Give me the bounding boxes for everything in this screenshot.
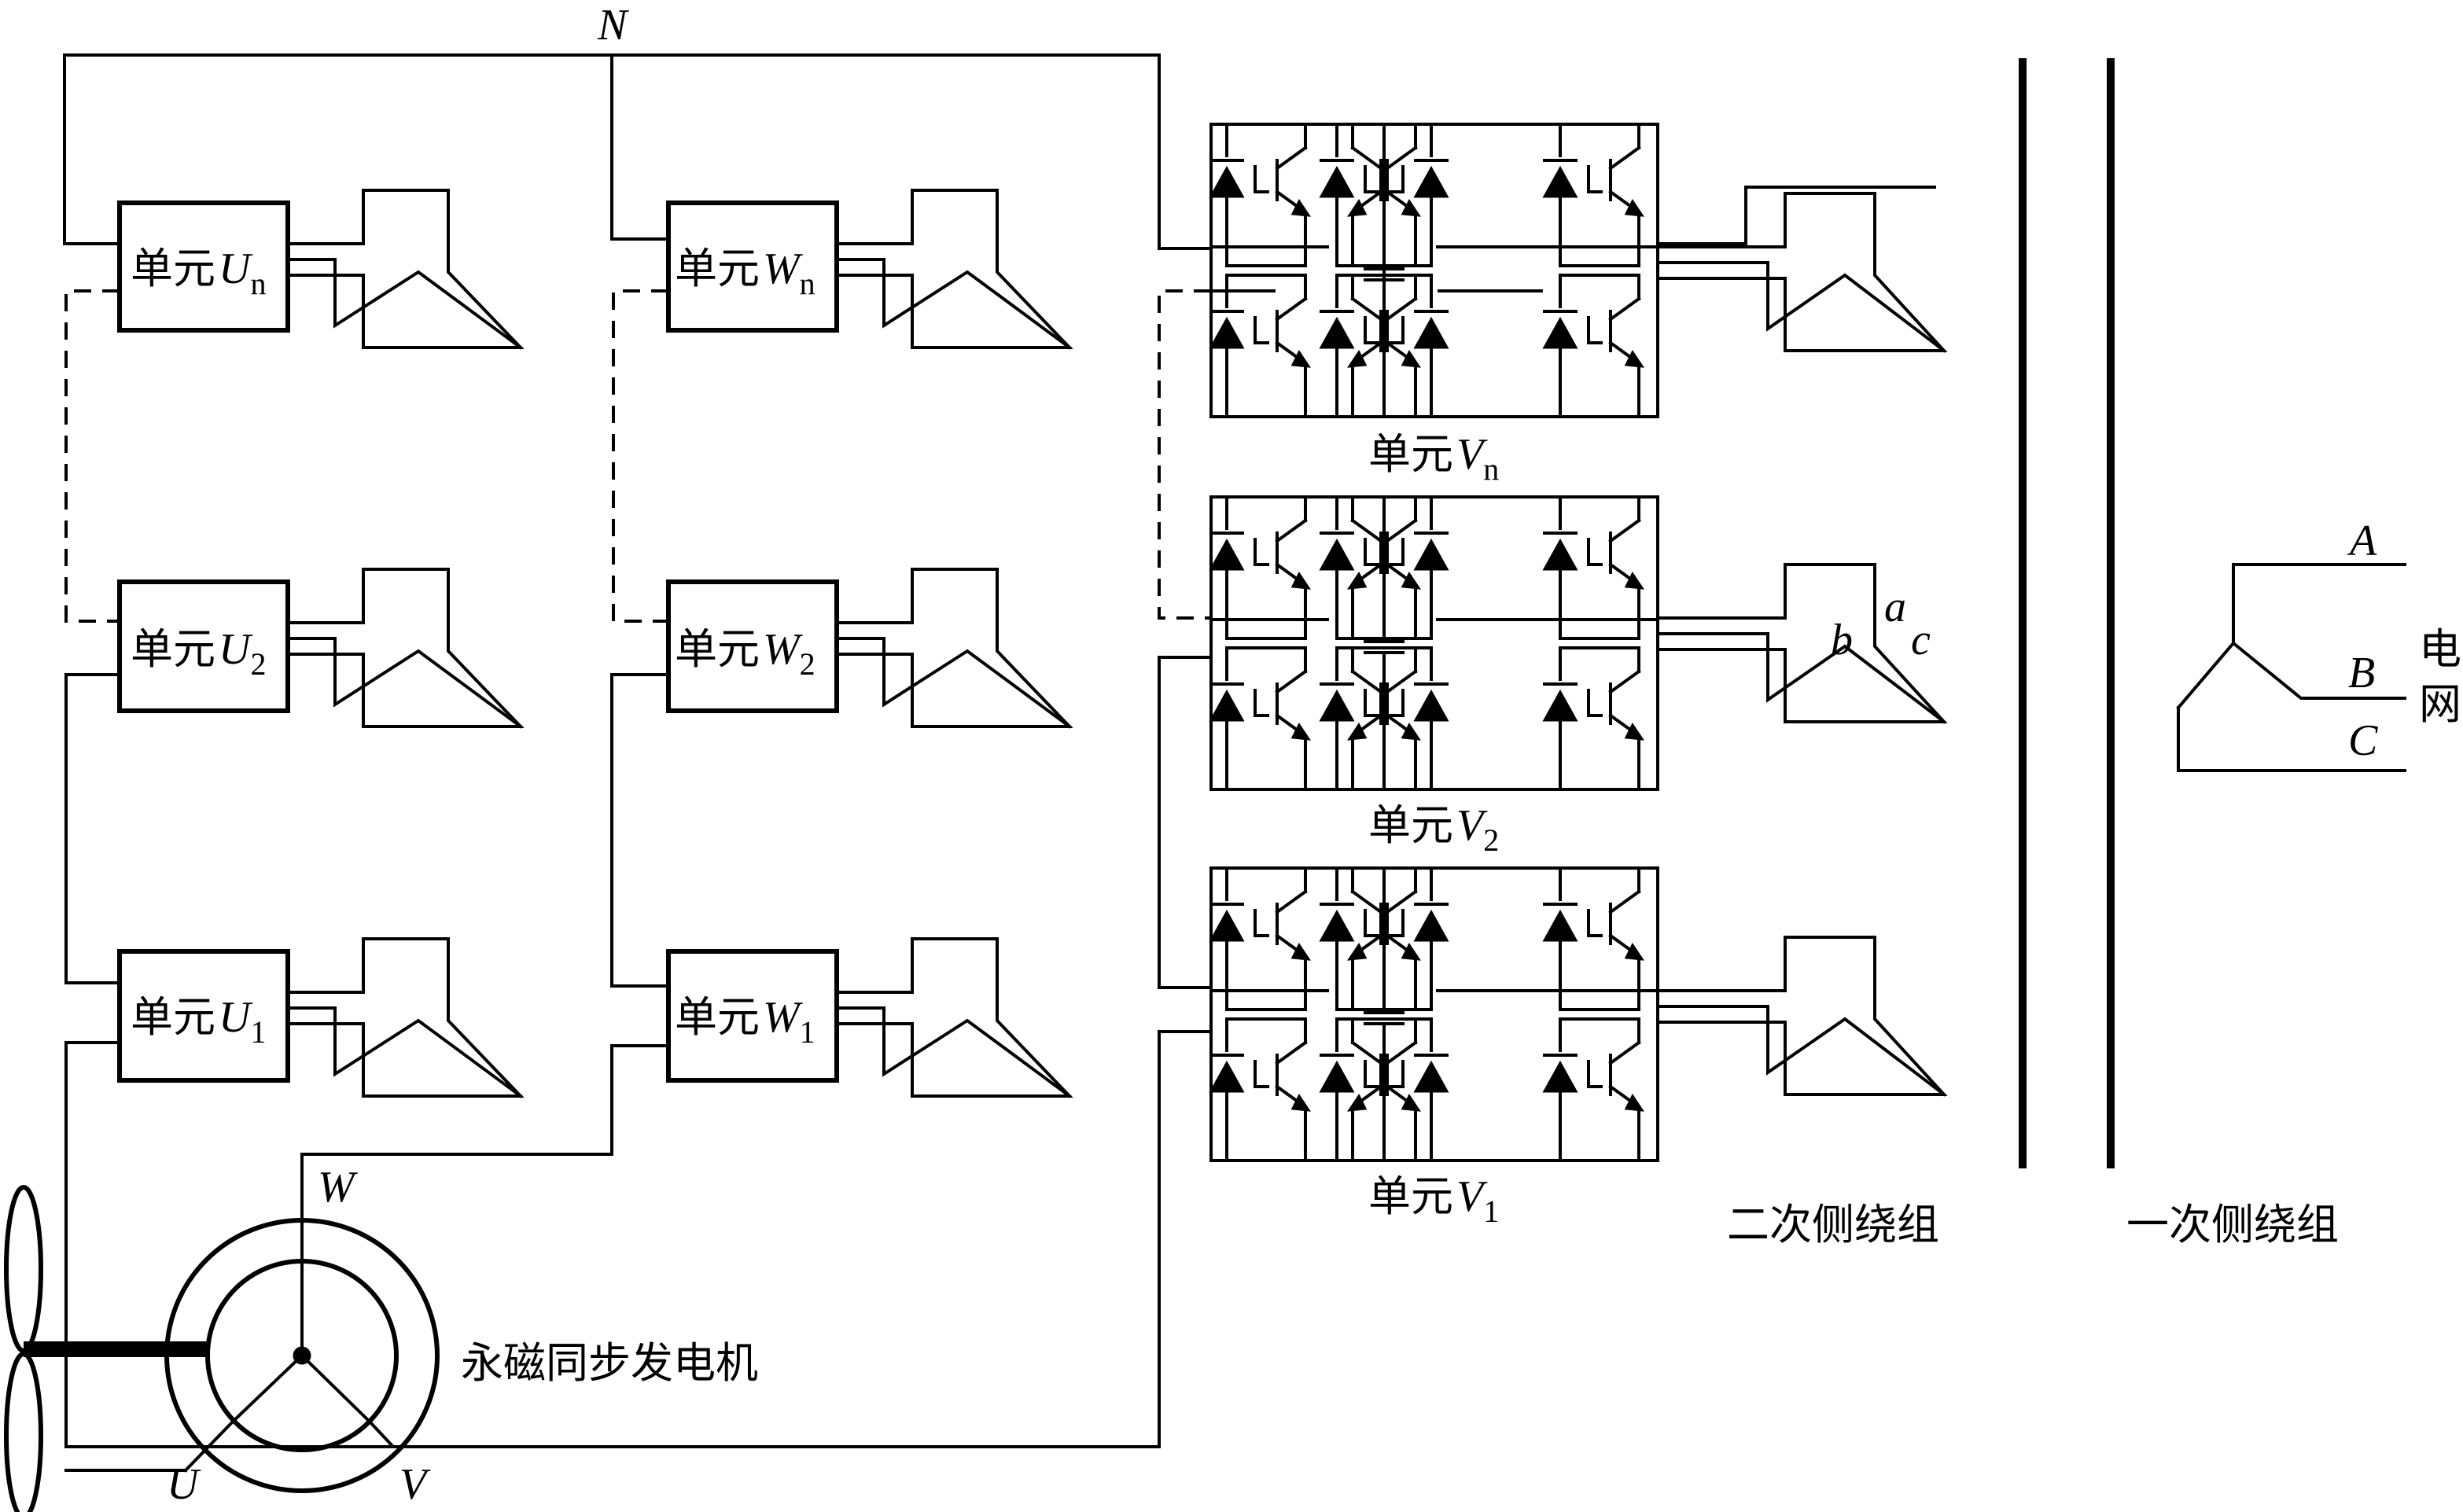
svg-text:单元U1: 单元U1: [131, 992, 266, 1050]
v-cell-1: [1209, 866, 1659, 1162]
grid-label-2: 网: [2419, 679, 2461, 729]
phase-b-label: B: [2348, 649, 2375, 697]
unit-box: 单元Un: [117, 200, 290, 333]
unit-box: 单元U2: [117, 579, 290, 713]
neutral-bus: [63, 53, 1213, 250]
primary-winding: [2176, 563, 2406, 772]
gen-u-label: U: [167, 1460, 201, 1509]
unit-u-column: 单元Un 单元U2 单元U1: [117, 200, 290, 1083]
v-secondary-windings: [1656, 192, 1948, 1097]
sec-b-label: b: [1831, 616, 1853, 664]
secondary-winding-symbols: [286, 189, 1073, 1098]
v-cell-n: [1209, 123, 1936, 418]
sec-c-label: c: [1911, 616, 1931, 664]
v-cell-2: [1209, 495, 1659, 791]
gen-v-label: V: [399, 1460, 431, 1509]
generator: [64, 1153, 1161, 1493]
unit-box: 单元Wn: [666, 200, 839, 333]
unit-box: 单元U1: [117, 949, 290, 1083]
neutral-label: N: [597, 1, 629, 50]
dashed-links: [64, 289, 1211, 623]
gen-w-label: W: [318, 1163, 358, 1212]
phase-a-label: A: [2347, 517, 2377, 565]
unit-v-1-label: 单元V1: [1368, 1172, 1499, 1229]
unit-v-2-label: 单元V2: [1368, 800, 1499, 858]
turbine-blades: [4, 1185, 209, 1512]
sec-a-label: a: [1884, 583, 1906, 631]
svg-text:单元Un: 单元Un: [131, 244, 266, 301]
secondary-winding-label: 二次侧绕组: [1727, 1200, 1939, 1249]
svg-text:单元Wn: 单元Wn: [675, 244, 815, 301]
phase-c-label: C: [2348, 716, 2378, 765]
generator-label: 永磁同步发电机: [461, 1338, 758, 1388]
v-chain-wiring: [1158, 656, 1213, 989]
transformer-core: [2019, 58, 2115, 1168]
unit-box: 单元W1: [666, 949, 839, 1083]
unit-w-column: 单元Wn 单元W2 单元W1: [666, 200, 839, 1083]
svg-text:单元W2: 单元W2: [675, 624, 815, 682]
unit-v-n-label: 单元Vn: [1368, 429, 1499, 487]
w-chain-wiring: [300, 673, 670, 1343]
primary-winding-label: 一次侧绕组: [2126, 1200, 2339, 1249]
grid-label-1: 电: [2419, 624, 2461, 674]
unit-box: 单元W2: [666, 579, 839, 713]
svg-text:单元U2: 单元U2: [131, 624, 266, 682]
svg-text:单元W1: 单元W1: [675, 992, 815, 1050]
